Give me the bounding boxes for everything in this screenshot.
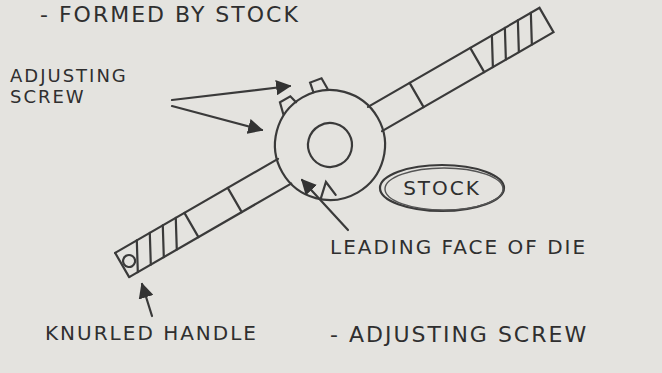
part-label: LEADING FACE OF DIE xyxy=(330,236,587,259)
part-label: ADJUSTING SCREW xyxy=(10,66,150,107)
part-label: - ADJUSTING SCREW xyxy=(330,322,588,347)
heading-note: - FORMED BY STOCK xyxy=(40,2,300,27)
node-text: STOCK xyxy=(377,176,507,200)
circled-label: STOCK xyxy=(377,162,507,214)
part-label: KNURLED HANDLE xyxy=(45,322,258,345)
